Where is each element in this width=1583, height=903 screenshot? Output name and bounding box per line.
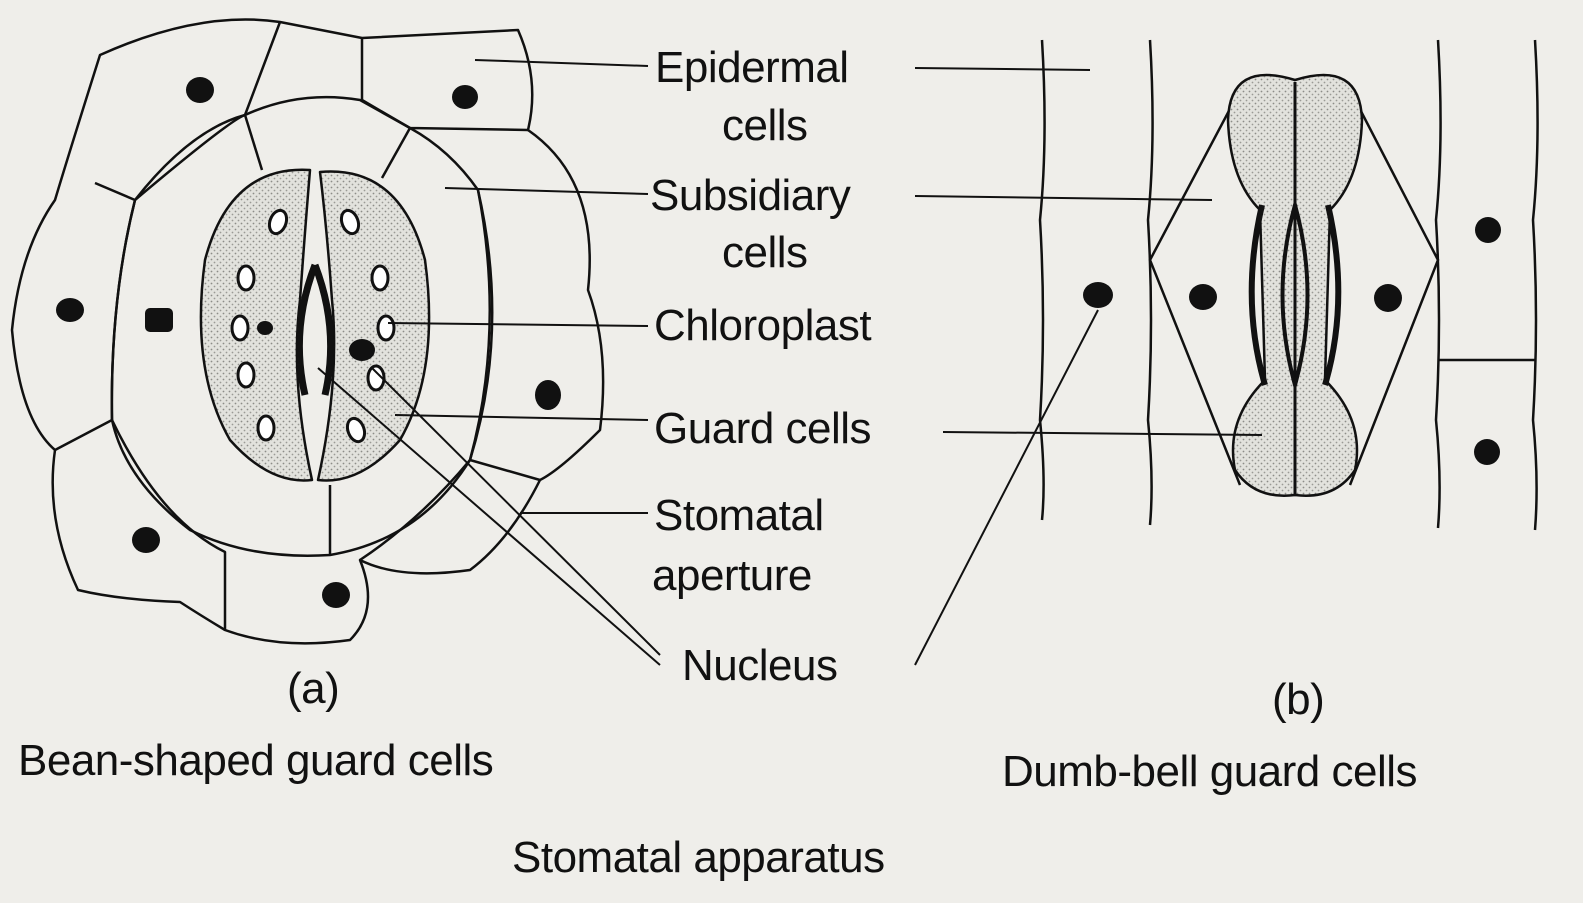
epidermal-wall [1148, 40, 1153, 525]
epidermal-leader-left [475, 60, 648, 66]
epidermal-wall [1040, 40, 1045, 520]
subsidiary-wall [245, 115, 262, 170]
epidermal-wall [1436, 40, 1441, 528]
guard-cells-leader-left [395, 415, 648, 420]
nucleus-leader-1 [318, 368, 660, 665]
chloroplast [258, 416, 274, 440]
label-subsidiary-cells-1: Subsidiary [650, 172, 850, 220]
guard-cells-leader-right [943, 432, 1262, 435]
nucleus [257, 321, 273, 335]
label-epidermal-cells-1: Epidermal [655, 44, 849, 92]
epidermal-wall [470, 190, 540, 480]
label-chloroplast: Chloroplast [654, 302, 871, 350]
label-epidermal-cells-2: cells [722, 102, 808, 150]
guard-cell-right [318, 172, 429, 481]
nucleus [145, 308, 173, 332]
nucleus [56, 298, 84, 322]
guard-cell-left [201, 170, 312, 481]
panel-a-letter: (a) [287, 665, 339, 713]
subsidiary-leader-left [445, 188, 648, 194]
epidermal-outline [12, 19, 603, 643]
nucleus [1189, 284, 1217, 310]
epidermal-wall [55, 200, 135, 450]
nucleus [186, 77, 214, 103]
label-stomatal-aperture-2: aperture [652, 552, 812, 600]
panel-a-caption: Bean-shaped guard cells [18, 737, 493, 785]
nucleus-leader-3 [915, 310, 1098, 665]
nucleus [535, 380, 561, 410]
chloroplast [238, 266, 254, 290]
nucleus [452, 85, 478, 109]
label-guard-cells: Guard cells [654, 405, 871, 453]
nucleus-leader-2 [372, 368, 660, 655]
nucleus [1474, 439, 1500, 465]
chloroplast [232, 316, 248, 340]
label-subsidiary-cells-2: cells [722, 229, 808, 277]
chloroplast [372, 266, 388, 290]
epidermal-wall [360, 460, 470, 560]
panel-b-letter: (b) [1272, 676, 1324, 724]
nuclei-a [56, 77, 561, 608]
nucleus [349, 339, 375, 361]
chloroplast [238, 363, 254, 387]
subsidiary-wall [382, 128, 410, 178]
epidermal-leader-right [915, 68, 1090, 70]
panel-b-drawing [1040, 40, 1538, 530]
nucleus [322, 582, 350, 608]
diagram-title: Stomatal apparatus [512, 834, 885, 882]
chloroplast [378, 316, 394, 340]
subsidiary-leader-right [915, 196, 1212, 200]
panel-a-drawing [12, 19, 603, 643]
nucleus [1083, 282, 1113, 308]
epidermal-wall [1533, 40, 1538, 530]
label-nucleus: Nucleus [682, 642, 837, 690]
nucleus [1374, 284, 1402, 312]
nucleus [132, 527, 160, 553]
nucleus [1475, 217, 1501, 243]
label-stomatal-aperture-1: Stomatal [654, 492, 824, 540]
panel-b-caption: Dumb-bell guard cells [1002, 748, 1417, 796]
